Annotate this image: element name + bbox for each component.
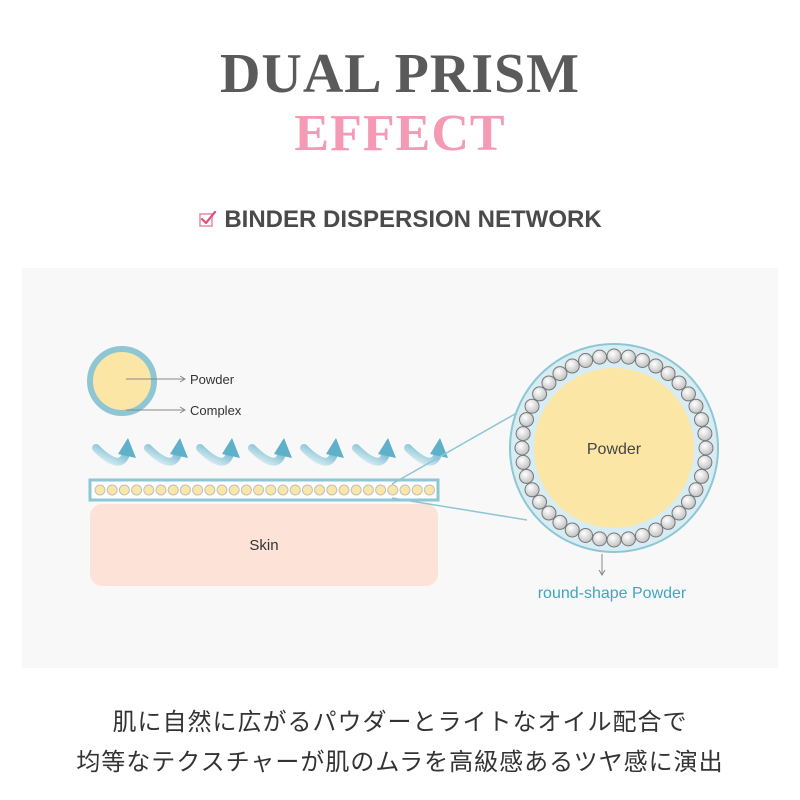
complex-bead xyxy=(689,399,703,413)
legend-powder-label: Powder xyxy=(190,372,235,387)
layer-particle xyxy=(363,485,373,495)
complex-bead xyxy=(661,515,675,529)
complex-bead xyxy=(694,469,708,483)
complex-bead xyxy=(565,359,579,373)
layer-particle xyxy=(229,485,239,495)
layer-particle xyxy=(351,485,361,495)
layer-particle xyxy=(132,485,142,495)
section-label: BINDER DISPERSION NETWORK xyxy=(224,206,601,233)
complex-bead xyxy=(649,359,663,373)
caption-line-1: 肌に自然に広がるパウダーとライトなオイル配合で xyxy=(0,702,800,737)
complex-bead xyxy=(516,455,530,469)
complex-bead xyxy=(542,376,556,390)
rise-arrow xyxy=(148,438,188,462)
complex-bead xyxy=(689,483,703,497)
complex-bead xyxy=(635,528,649,542)
complex-bead xyxy=(621,350,635,364)
legend-complex-label: Complex xyxy=(190,403,242,418)
complex-bead xyxy=(579,354,593,368)
layer-particle xyxy=(315,485,325,495)
layer-particle xyxy=(266,485,276,495)
complex-bead xyxy=(681,387,695,401)
complex-bead xyxy=(607,533,621,547)
zoom-powder-label: Powder xyxy=(587,441,642,458)
layer-particle xyxy=(302,485,312,495)
complex-bead xyxy=(542,506,556,520)
layer-particle xyxy=(156,485,166,495)
complex-bead xyxy=(649,523,663,537)
layer-particle xyxy=(254,485,264,495)
complex-bead xyxy=(607,349,621,363)
complex-bead xyxy=(579,528,593,542)
layer-particle xyxy=(193,485,203,495)
rise-arrow xyxy=(356,438,396,462)
layer-particle xyxy=(107,485,117,495)
layer-particle xyxy=(290,485,300,495)
complex-bead xyxy=(520,469,534,483)
complex-bead xyxy=(661,367,675,381)
dispersion-diagram: Powder Complex Skin Powder round-shape P… xyxy=(22,268,778,668)
checkbox-icon xyxy=(198,208,218,228)
diagram-panel: Powder Complex Skin Powder round-shape P… xyxy=(22,268,778,668)
layer-particle xyxy=(241,485,251,495)
section-heading: BINDER DISPERSION NETWORK xyxy=(0,206,800,234)
complex-bead xyxy=(672,506,686,520)
layer-particle xyxy=(119,485,129,495)
dispersion-arrows xyxy=(96,438,448,462)
complex-bead xyxy=(698,455,712,469)
complex-bead xyxy=(525,399,539,413)
rise-arrow xyxy=(304,438,344,462)
rise-arrow xyxy=(200,438,240,462)
complex-bead xyxy=(565,523,579,537)
layer-particle xyxy=(180,485,190,495)
complex-bead xyxy=(681,495,695,509)
complex-bead xyxy=(516,427,530,441)
complex-bead xyxy=(533,387,547,401)
complex-bead xyxy=(553,515,567,529)
complex-bead xyxy=(621,532,635,546)
layer-particle xyxy=(339,485,349,495)
complex-bead xyxy=(694,413,708,427)
layer-particle xyxy=(388,485,398,495)
rise-arrow xyxy=(96,438,136,462)
caption-line-2: 均等なテクスチャーが肌のムラを高級感あるツヤ感に演出 xyxy=(0,742,800,777)
layer-particle xyxy=(412,485,422,495)
complex-bead xyxy=(515,441,529,455)
layer-particle xyxy=(144,485,154,495)
rise-arrow xyxy=(252,438,292,462)
layer-particle xyxy=(95,485,105,495)
zoom-caption: round-shape Powder xyxy=(538,585,687,602)
rise-arrow xyxy=(408,438,448,462)
layer-particle xyxy=(278,485,288,495)
title-line1: DUAL PRISM xyxy=(0,42,800,106)
complex-bead xyxy=(698,427,712,441)
complex-bead xyxy=(553,367,567,381)
complex-bead xyxy=(672,376,686,390)
layer-particle xyxy=(424,485,434,495)
layer-particle xyxy=(327,485,337,495)
layer-particle xyxy=(168,485,178,495)
complex-bead xyxy=(699,441,713,455)
layer-particle xyxy=(376,485,386,495)
skin-label: Skin xyxy=(249,537,278,554)
title-line2: EFFECT xyxy=(0,104,800,163)
layer-particle xyxy=(217,485,227,495)
complex-bead xyxy=(635,354,649,368)
complex-bead xyxy=(520,413,534,427)
complex-bead xyxy=(593,350,607,364)
layer-particle xyxy=(400,485,410,495)
legend-particle xyxy=(90,349,185,413)
layer-particle xyxy=(205,485,215,495)
complex-bead xyxy=(525,483,539,497)
complex-bead xyxy=(593,532,607,546)
complex-bead xyxy=(533,495,547,509)
